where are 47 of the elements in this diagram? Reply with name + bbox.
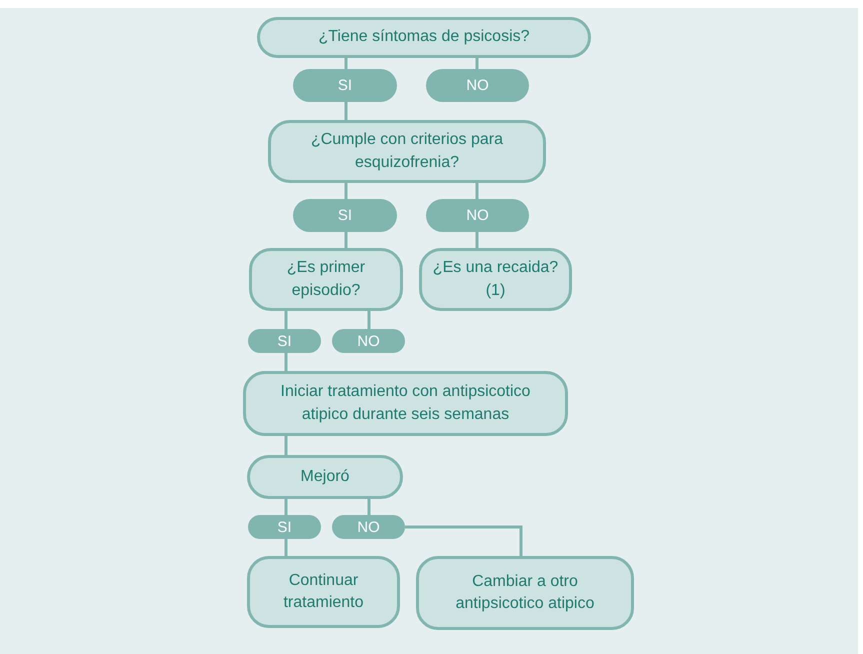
answer-pill [293, 69, 397, 102]
node-text: Iniciar tratamiento con antipsicotico atipico durante seis semanas [280, 382, 532, 424]
answer-label: SI [277, 518, 292, 538]
decision-box [243, 371, 568, 436]
answer-label: NO [357, 518, 380, 538]
connector-line [368, 311, 370, 329]
connector-line [284, 539, 288, 556]
connector-line [284, 353, 288, 371]
answer-label: SI [338, 76, 352, 96]
answer-pill [332, 329, 405, 353]
answer-pill [332, 515, 405, 539]
answer-label: SI [338, 206, 352, 226]
decision-box [249, 248, 403, 311]
connector-line [476, 232, 478, 248]
connector-line [344, 58, 348, 69]
answer-label: SI [277, 332, 292, 352]
answer-pill [426, 199, 529, 232]
connector-line [344, 102, 348, 120]
answer-pill [248, 329, 321, 353]
node-text: ¿Tiene síntomas de psicosis? [318, 27, 530, 48]
decision-box [257, 17, 591, 58]
decision-box [247, 455, 403, 499]
node-text: ¿Es primer episodio? [286, 258, 366, 300]
node-text: ¿Cumple con criterios para esquizofrenia? [310, 130, 504, 172]
decision-box [416, 556, 634, 630]
connector-line [344, 232, 348, 248]
answer-pill [293, 199, 397, 232]
answer-pill [248, 515, 321, 539]
connector-line [476, 183, 478, 199]
connector-line [405, 526, 522, 556]
answer-pill [426, 69, 529, 102]
connector-line [476, 58, 478, 69]
decision-box [268, 120, 546, 183]
connector-line [284, 499, 288, 515]
node-text: Continuar tratamiento [282, 570, 365, 613]
answer-label: NO [466, 206, 489, 226]
decision-box [419, 248, 572, 311]
node-text: Cambiar a otro antipsicotico atipico [454, 572, 596, 614]
answer-label: NO [466, 76, 489, 96]
connector-line [368, 499, 370, 515]
node-text: Mejoró [300, 466, 350, 487]
connector-line [284, 436, 288, 455]
connector-line [284, 311, 288, 329]
answer-label: NO [357, 332, 380, 352]
connector-line [344, 183, 348, 199]
node-text: ¿Es una recaida? (1) [432, 258, 559, 300]
decision-box [247, 556, 400, 628]
